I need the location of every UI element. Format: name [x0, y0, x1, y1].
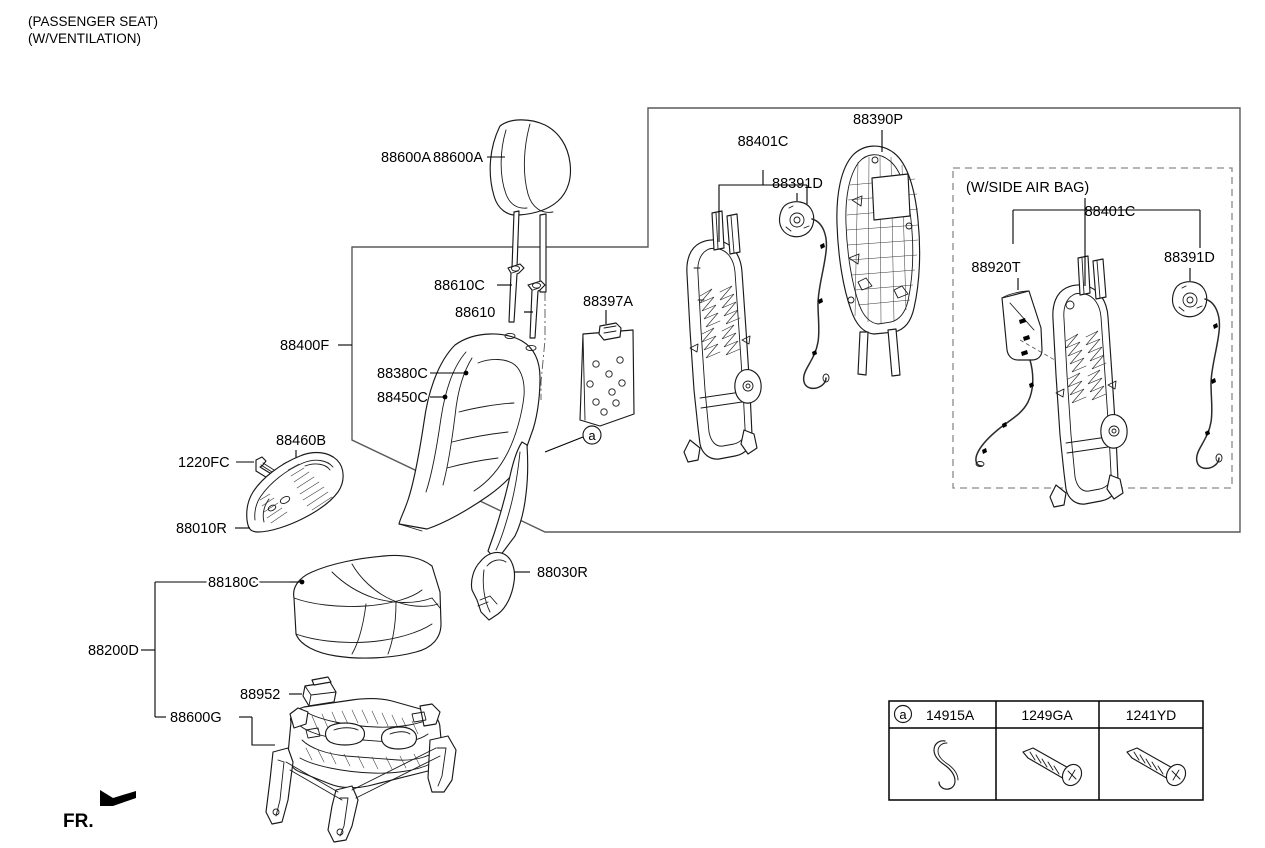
inner-shield-part [470, 551, 516, 621]
main-enclosure-box [351, 107, 1241, 533]
blower-unit-part [302, 676, 337, 707]
diagram-title-line1: (PASSENGER SEAT) [28, 14, 158, 29]
callout-88952: 88952 [240, 687, 280, 703]
callout-sab-88391D: 88391D [1164, 250, 1215, 266]
legend-cell-0-header: a 14915A [893, 704, 975, 724]
callout-88401C: 88401C [738, 134, 789, 150]
legend-marker-a: a [899, 707, 907, 722]
callout-88600G: 88600G [170, 710, 222, 726]
callout-88380C: 88380C [377, 366, 428, 382]
legend-partno-0: 14915A [926, 707, 975, 723]
callout-88460B: 88460B [276, 433, 326, 449]
marker-a-callout: a [544, 425, 602, 453]
cushion-frame-part [265, 698, 457, 843]
back-board-part [579, 322, 635, 427]
callout-88390P: 88390P [853, 112, 903, 128]
back-frame-part [683, 210, 762, 463]
callout-88400F: 88400F [280, 338, 329, 354]
fr-arrow-icon [100, 790, 136, 806]
callout-88450C: 88450C [377, 390, 428, 406]
marker-a-label: a [588, 428, 596, 443]
outer-shield-part [246, 451, 344, 533]
sab-recliner-motor-part [1171, 281, 1223, 470]
screw-icon-1 [1022, 747, 1083, 787]
legend-partno-1: 1249GA [1021, 707, 1073, 723]
callout-88600A: 88600A [381, 150, 431, 166]
orientation-indicator: FR. [63, 790, 136, 832]
legend-partno-2: 1241YD [1126, 707, 1177, 723]
sab-back-frame-part [1049, 255, 1128, 508]
callout-88920T: 88920T [971, 260, 1020, 276]
cushion-cover-part [293, 554, 442, 659]
screw-icon-2 [1126, 747, 1187, 787]
callout-1220FC: 1220FC [178, 455, 230, 471]
leader-88600G-elbow [251, 717, 275, 746]
headrest-part [489, 119, 572, 293]
callout-88397A: 88397A [583, 294, 633, 310]
side-airbag-label: (W/SIDE AIR BAG) [966, 180, 1089, 196]
hook-clip-icon [933, 740, 959, 790]
legend-table: a 14915A 1249GA 1241YD [888, 700, 1204, 801]
callout-88610: 88610 [455, 305, 495, 321]
guide-bolt-88610C-part [507, 263, 525, 323]
callout-88010R-text: 88010R [176, 521, 227, 537]
callout-88391D: 88391D [772, 176, 823, 192]
callout-88030R: 88030R [537, 565, 588, 581]
guide-bolt-88610-part [527, 280, 546, 339]
callout-sab-88401C: 88401C [1085, 204, 1136, 220]
recliner-motor-part [778, 201, 830, 390]
alignment-axis [540, 292, 546, 400]
callout-88180C: 88180C [208, 575, 259, 591]
diagram-title-line2: (W/VENTILATION) [28, 31, 141, 46]
callout-88600A-text: 88600A [433, 150, 483, 166]
fr-label: FR. [63, 811, 94, 832]
callout-88610C: 88610C [434, 278, 485, 294]
back-panel-part [836, 145, 921, 377]
callout-88200D: 88200D [88, 643, 139, 659]
